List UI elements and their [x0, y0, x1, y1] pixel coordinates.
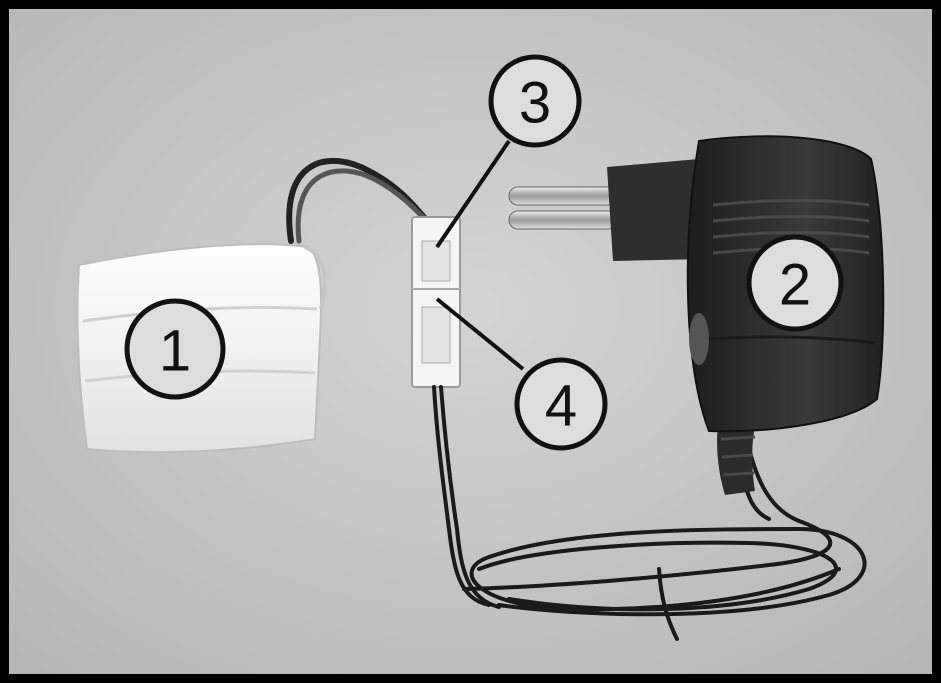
callout-connector-bottom: 4	[514, 357, 608, 451]
callout-battery: 1	[124, 298, 226, 400]
connector	[411, 216, 461, 388]
callout-battery-label: 1	[159, 319, 191, 384]
callout-charger-label: 2	[779, 253, 811, 318]
callout-connector-bottom-label: 4	[545, 374, 577, 439]
callout-leader-lines	[435, 139, 525, 371]
charger-strain-relief	[717, 419, 757, 495]
callout-connector-top: 3	[488, 54, 582, 148]
battery-wires	[286, 157, 434, 244]
charger-plug-pins	[508, 186, 618, 230]
charger-body	[607, 135, 885, 433]
callout-connector-top-label: 3	[519, 71, 551, 136]
callout-charger: 2	[746, 234, 844, 332]
photo-illustration: 1 2 3 4	[9, 9, 932, 674]
